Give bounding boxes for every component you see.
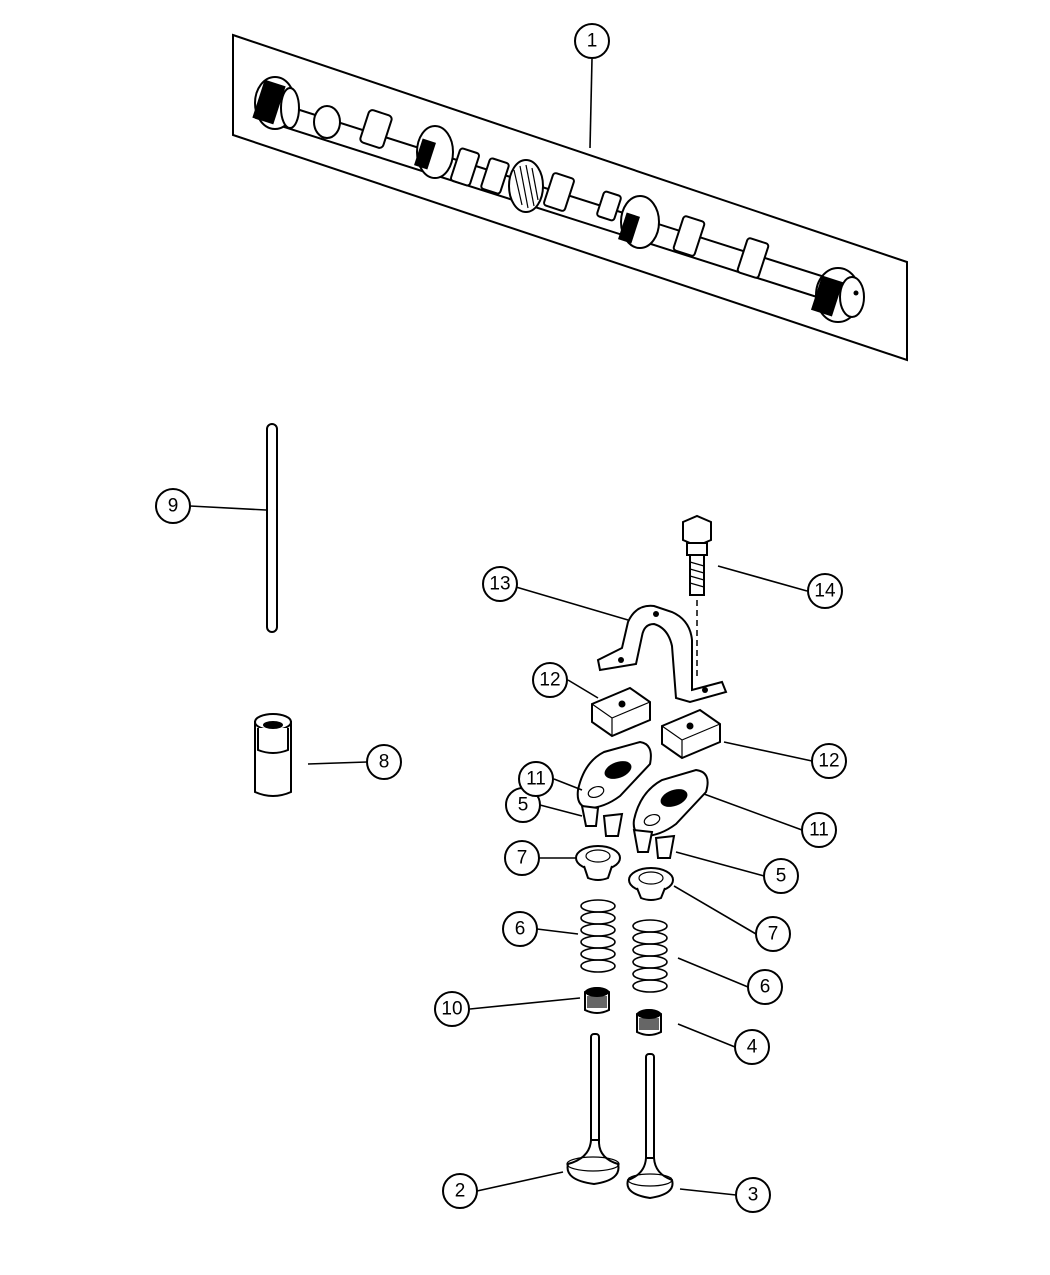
callout-5-right: 5 [763,858,799,894]
callout-9: 9 [155,488,191,524]
hydraulic-lifter [254,713,292,797]
valve-seal-left [584,987,610,1014]
camshaft [232,33,908,362]
callout-8: 8 [366,744,402,780]
callout-label: 6 [515,919,526,940]
valve-spring-left [580,898,616,978]
callout-10: 10 [434,991,470,1027]
callout-6-right: 6 [747,969,783,1005]
rocker-arm-left [576,740,652,810]
callout-label: 9 [168,496,179,517]
callout-12-left: 12 [532,662,568,698]
intake-valve [566,1033,620,1186]
callout-label: 7 [768,924,779,945]
callout-12-right: 12 [811,743,847,779]
callout-label: 13 [489,574,510,595]
callout-11-right: 11 [801,812,837,848]
callout-label: 11 [526,769,546,790]
rocker-bridge [596,604,728,704]
callout-label: 7 [517,848,528,869]
pushrod [266,423,278,633]
callout-label: 3 [748,1185,759,1206]
leader-lines [189,58,813,1196]
valve-keepers-right [632,828,676,859]
callout-14: 14 [807,573,843,609]
callout-label: 12 [539,670,560,691]
spring-retainer-right [628,867,674,901]
rocker-bolt [682,514,712,680]
callout-6-left: 6 [502,911,538,947]
valve-spring-right [632,918,668,998]
rocker-arm-right [632,768,709,838]
callout-4: 4 [734,1029,770,1065]
valve-keepers-left [580,804,624,837]
callout-1: 1 [574,23,610,59]
callout-label: 1 [587,31,598,52]
callout-7-left: 7 [504,840,540,876]
valve-seal-right [636,1009,662,1036]
rocker-pivot-left [591,686,651,738]
callout-3: 3 [735,1177,771,1213]
callout-11-left: 11 [518,761,554,797]
callout-label: 8 [379,752,390,773]
callout-13: 13 [482,566,518,602]
rocker-pivot-right [661,708,721,760]
callout-label: 11 [809,820,829,841]
callout-7-right: 7 [755,916,791,952]
spring-retainer-left [575,845,621,881]
callout-label: 4 [747,1037,758,1058]
callout-label: 12 [818,751,839,772]
callout-label: 5 [776,866,787,887]
callout-label: 6 [760,977,771,998]
callout-label: 5 [518,795,529,816]
callout-label: 10 [441,999,462,1020]
callout-2: 2 [442,1173,478,1209]
callout-label: 14 [814,581,836,602]
exhaust-valve [626,1053,674,1200]
callout-label: 2 [455,1181,466,1202]
